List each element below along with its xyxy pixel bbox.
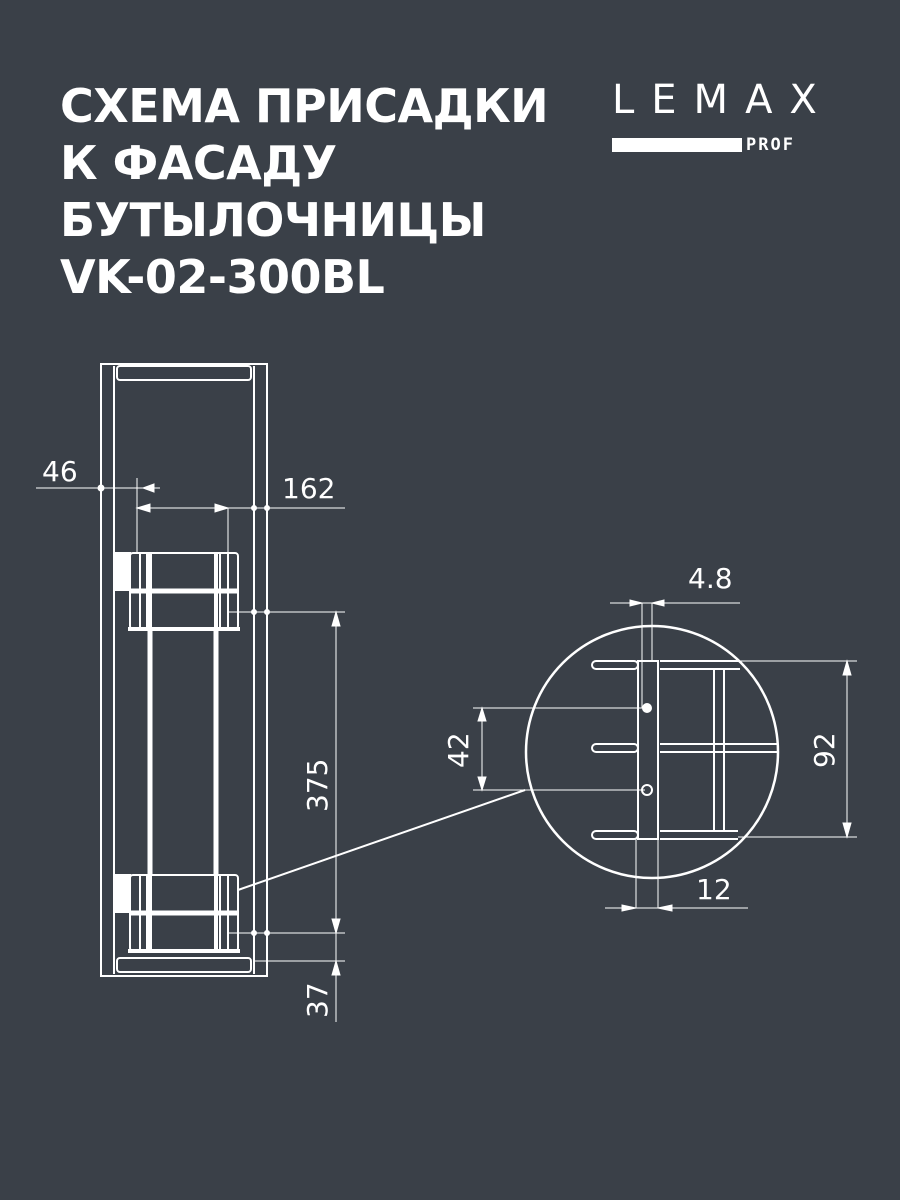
detail-view [473, 599, 857, 912]
page-title: СХЕМА ПРИСАДКИ К ФАСАДУ БУТЫЛОЧНИЦЫ VK-0… [60, 78, 549, 306]
dim-label-92: 92 [808, 732, 841, 768]
detail-leader-line [237, 789, 526, 891]
dim-label-4-8: 4.8 [688, 562, 733, 595]
title-line-1: СХЕМА ПРИСАДКИ [60, 79, 549, 133]
dim-label-37: 37 [301, 982, 334, 1018]
dim-label-46: 46 [42, 455, 78, 488]
logo-sub-text: PROF [746, 135, 795, 155]
dim-label-12: 12 [696, 873, 732, 906]
lower-basket [128, 874, 240, 953]
brand-logo: LEMAX PROF [612, 80, 844, 156]
dim-label-375: 375 [301, 759, 334, 812]
upper-basket [128, 552, 240, 875]
facade-outline [100, 363, 268, 977]
title-line-4: VK-02-300BL [60, 250, 385, 304]
logo-bar [612, 138, 742, 152]
title-line-3: БУТЫЛОЧНИЦЫ [60, 193, 486, 247]
dim-label-42: 42 [442, 732, 475, 768]
title-line-2: К ФАСАДУ [60, 136, 337, 190]
logo-brand-text: LEMAX [612, 77, 834, 123]
dim-label-162: 162 [282, 472, 335, 505]
